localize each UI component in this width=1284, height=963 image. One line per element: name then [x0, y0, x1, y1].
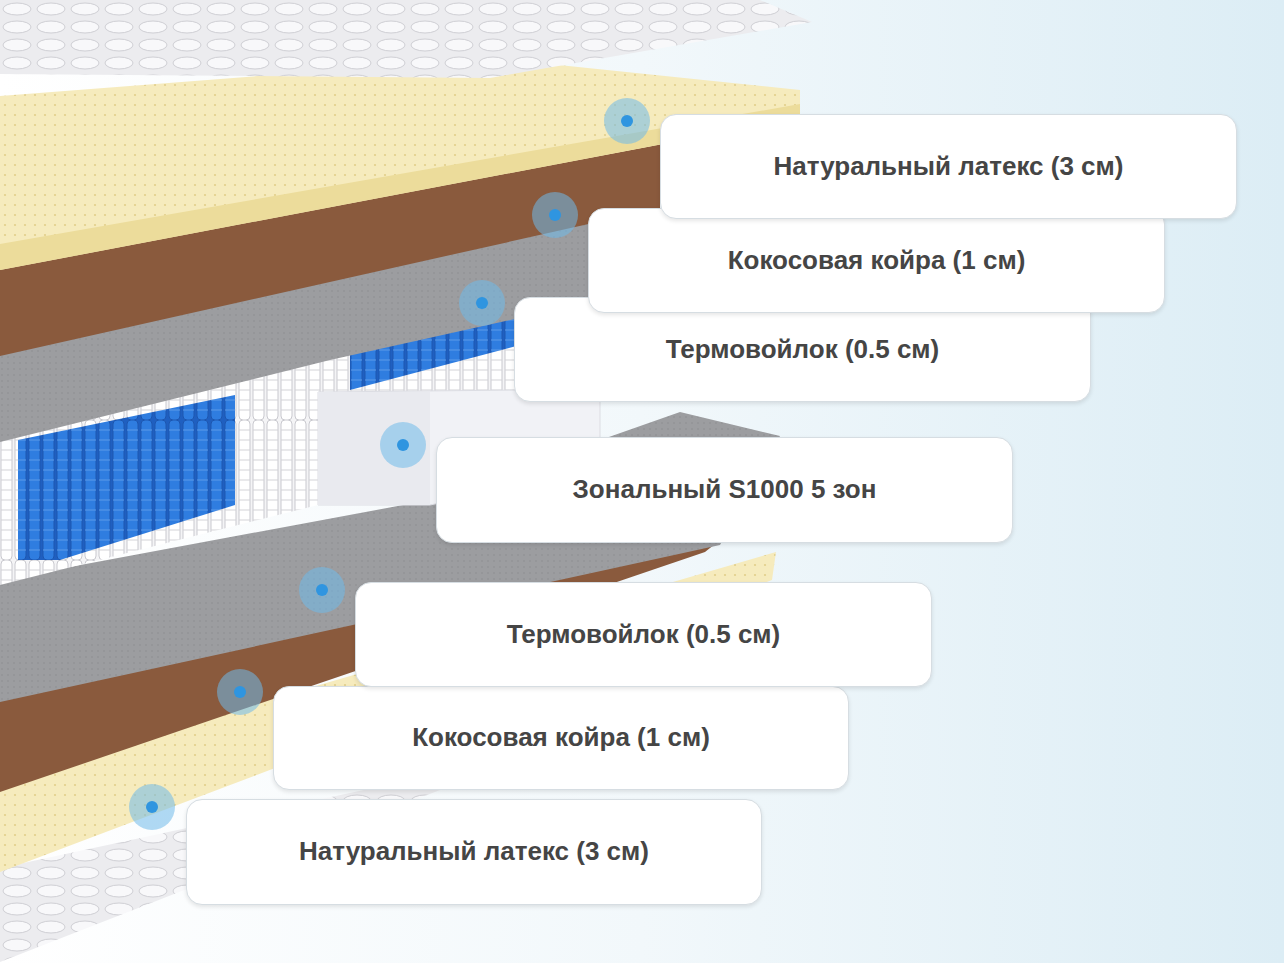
layer-callout: Термовойлок (0.5 см) [355, 582, 932, 687]
layer-callout: Натуральный латекс (3 см) [186, 799, 762, 905]
foam-edge [318, 392, 430, 505]
layer-callout: Кокосовая койра (1 см) [273, 686, 849, 790]
layer-label: Зональный S1000 5 зон [573, 474, 877, 505]
layer-label: Термовойлок (0.5 см) [666, 334, 940, 365]
layer-label: Кокосовая койра (1 см) [412, 722, 710, 753]
layer-callout: Натуральный латекс (3 см) [660, 114, 1237, 219]
layer-callout: Зональный S1000 5 зон [436, 437, 1013, 543]
top-cover [0, 0, 812, 78]
layer-label: Кокосовая койра (1 см) [728, 245, 1026, 276]
layer-label: Натуральный латекс (3 см) [774, 151, 1124, 182]
layer-label: Термовойлок (0.5 см) [507, 619, 781, 650]
layer-label: Натуральный латекс (3 см) [299, 836, 649, 867]
layer-callout: Кокосовая койра (1 см) [588, 208, 1165, 313]
